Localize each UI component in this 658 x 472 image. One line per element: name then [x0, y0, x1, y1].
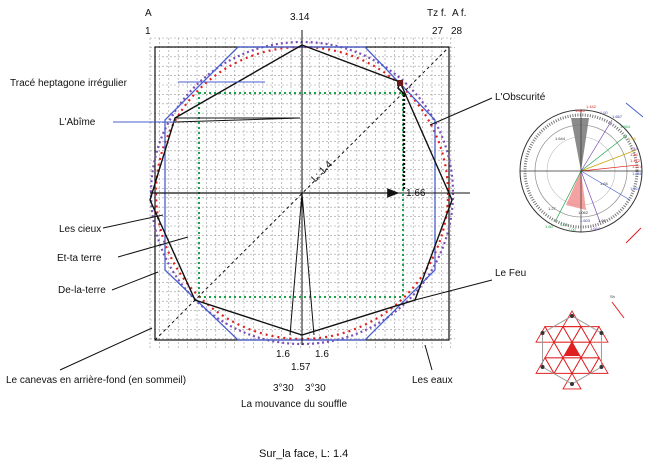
- label-angle-left: 3°30: [273, 383, 294, 394]
- label-et-ta-terre: Et-ta terre: [57, 253, 102, 264]
- label-de-la-terre: De-la-terre: [58, 285, 106, 296]
- star-triangle: [535, 325, 555, 343]
- star-triangle: [544, 341, 564, 359]
- label-28: 28: [451, 26, 463, 37]
- leader-et-ta-terre: [117, 236, 189, 258]
- label-obscurite: L'Obscurité: [495, 92, 546, 103]
- star-triangle: [589, 356, 609, 374]
- star-label: Sh: [610, 294, 615, 299]
- label-cieux: Les cieux: [59, 224, 101, 235]
- inset-label-0: 1.6x6: [575, 108, 586, 113]
- star-vertex-dot: [540, 331, 545, 335]
- label-canevas: Le canevas en arrière-fond (en sommeil): [6, 375, 186, 386]
- label-one: 1: [145, 26, 151, 37]
- inset-pointer-top: [625, 102, 644, 118]
- label-27: 27: [432, 26, 444, 37]
- label-abime: L'Abîme: [59, 117, 96, 128]
- inset-label-11: 1.224: [630, 186, 641, 191]
- inset-label-15: 1.603: [580, 218, 591, 223]
- star-triangle: [562, 372, 582, 390]
- star-center-triangle: [564, 341, 580, 356]
- star-triangle: [553, 356, 573, 374]
- star-triangle: [553, 325, 573, 343]
- label-a: A: [145, 8, 152, 19]
- inset-label-7: 1.44: [630, 152, 639, 157]
- inset-star-diagram: Sh: [535, 294, 625, 390]
- inset-label-4: 1.564: [620, 124, 631, 129]
- star-triangle: [580, 357, 600, 375]
- inset-label-16: 1.664: [590, 226, 601, 231]
- inset-label-12: 1.60: [545, 224, 554, 229]
- label-souffle: La mouvance du souffle: [241, 399, 347, 410]
- leader-de-la-terre: [111, 271, 159, 291]
- label-heptagone: Tracé heptagone irrégulier: [10, 78, 128, 89]
- star-triangle: [562, 310, 582, 328]
- star-triangle: [562, 326, 582, 344]
- label-angle-right: 3°30: [305, 383, 326, 394]
- star-pointer: [611, 301, 625, 319]
- label-af: A f.: [452, 8, 466, 19]
- leader-feu: [414, 279, 493, 301]
- star-triangle: [580, 326, 600, 344]
- star-triangle: [571, 325, 591, 343]
- star-triangle: [580, 341, 600, 359]
- inset-pointer-bottom: [625, 227, 642, 244]
- label-bottom-right-value: 1.6: [315, 349, 329, 360]
- label-bottom-center-value: 1.57: [291, 362, 311, 373]
- star-triangle: [535, 356, 555, 374]
- label-eaux: Les eaux: [412, 375, 453, 386]
- star-vertex-dot: [570, 314, 574, 318]
- label-pi: 3.14: [290, 12, 310, 23]
- inset-label-18: 1.27: [548, 206, 557, 211]
- leader-eaux: [424, 344, 433, 371]
- inset-label-8: 1.412: [630, 158, 641, 163]
- inset-label-19: 1.062: [578, 210, 589, 215]
- inset-label-3: 1.667: [612, 114, 623, 119]
- label-tzf: Tz f.: [427, 8, 446, 19]
- star-vertex-dot: [570, 382, 574, 386]
- abime-wedge: [174, 117, 301, 123]
- caption: Sur_la face, L: 1.4: [259, 448, 348, 460]
- leader-obscurite: [429, 97, 493, 126]
- inset-label-2: 1.60: [600, 110, 609, 115]
- label-feu: Le Feu: [495, 268, 526, 279]
- star-vertex-dot: [599, 331, 604, 335]
- inset-label-10: 1.258: [632, 171, 643, 176]
- star-vertex-dot: [540, 365, 545, 369]
- leader-canevas: [59, 327, 153, 371]
- leader-cieux: [102, 214, 164, 229]
- label-diagonal: L: 1.4: [310, 159, 336, 185]
- inset-label-5: 1.44: [628, 136, 637, 141]
- star-triangle: [571, 356, 591, 374]
- label-arrow-value: 1.66: [406, 188, 426, 199]
- star-triangle: [544, 326, 564, 344]
- star-triangle: [544, 357, 564, 375]
- green-square: [198, 92, 404, 298]
- inset-gray-wedge: [571, 118, 589, 171]
- inset-label-17: 1.60: [598, 218, 607, 223]
- inset-label-1: 1.442: [586, 104, 597, 109]
- inset-circle-diagram: 1.6x6 1.442 1.60 1.667 1.564 1.44 1.44 1…: [519, 102, 644, 244]
- star-triangle: [562, 357, 582, 375]
- inset-label-21: 1.644: [555, 136, 566, 141]
- inset-label-13: 1.60: [560, 222, 569, 227]
- inset-label-20: 1.64: [600, 181, 609, 186]
- inset-label-6: 1.44: [630, 146, 639, 151]
- label-bottom-left-value: 1.6: [276, 349, 290, 360]
- inset-label-14: 1.00: [568, 227, 577, 232]
- star-triangle: [589, 325, 609, 343]
- blue-octagon: [164, 46, 436, 341]
- star-vertex-dot: [599, 365, 604, 369]
- obscurite-point: [397, 80, 403, 86]
- inset-label-9: 1.274: [632, 164, 643, 169]
